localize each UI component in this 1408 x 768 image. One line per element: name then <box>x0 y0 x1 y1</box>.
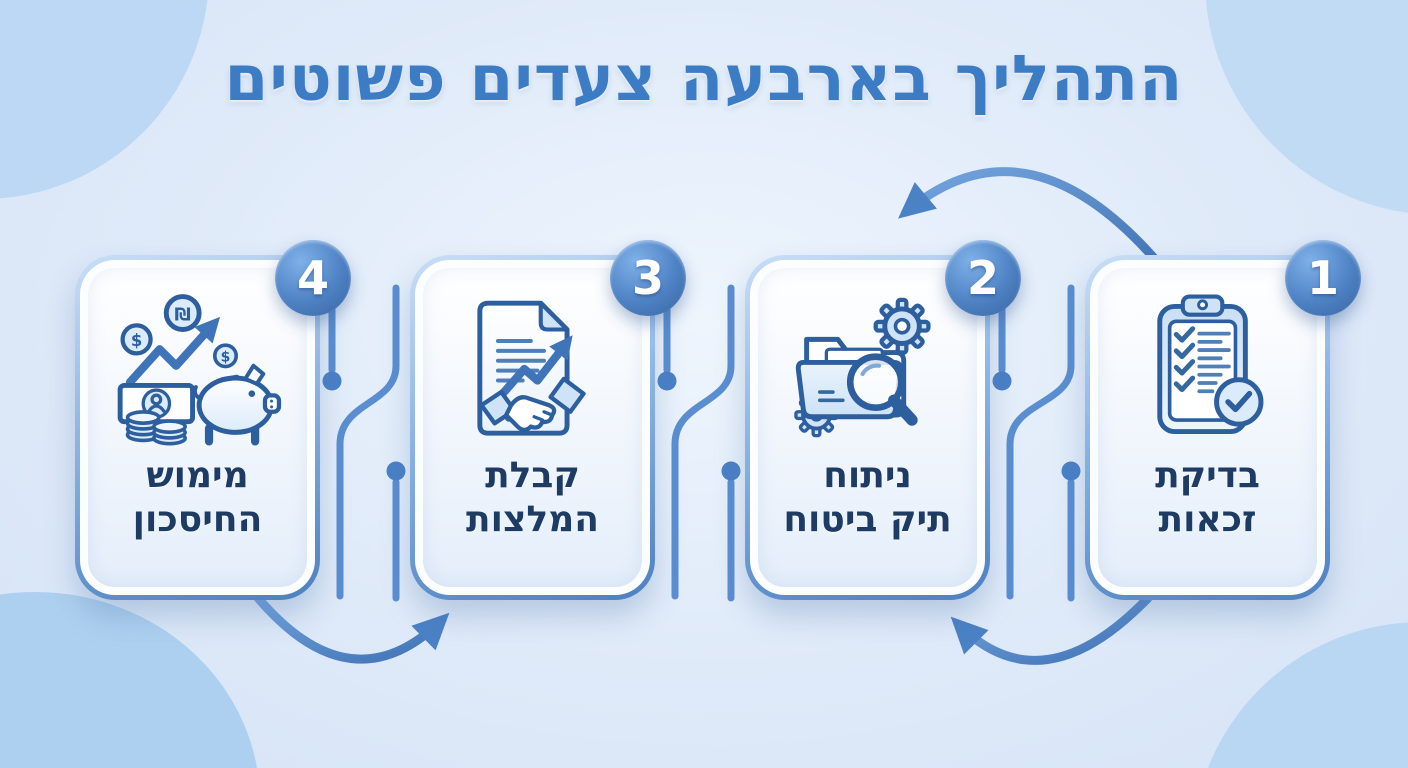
step-number: 4 <box>296 251 329 305</box>
flow-arrow-bottom-1-to-2 <box>950 593 1153 665</box>
step-badge: 2 <box>945 240 1021 316</box>
step-label-line: קבלת <box>485 455 580 496</box>
document-handshake-icon <box>477 300 586 436</box>
step-label-line: מימוש <box>146 455 249 496</box>
connector-trace-gap-3-4 <box>328 284 400 602</box>
step-label: ניתוח תיק ביטוח <box>783 454 951 542</box>
flow-arrow-top-1-to-2 <box>898 167 1171 277</box>
step-badge: 1 <box>1285 240 1361 316</box>
connector-dot <box>992 371 1012 391</box>
card-face: ₪ $ $ <box>88 268 307 587</box>
step-label: מימוש החיסכון <box>133 454 263 542</box>
step-badge: 4 <box>275 240 351 316</box>
connector-dot <box>721 461 741 481</box>
step-number: 2 <box>966 251 999 305</box>
step-label: בדיקת זכאות <box>1155 454 1260 542</box>
connector-trace-gap-2-3 <box>663 284 735 602</box>
connector-dot <box>322 371 342 391</box>
clipboard-checklist-icon <box>1157 294 1264 435</box>
step-card-1: בדיקת זכאות 1 <box>1085 240 1361 600</box>
step-label-line: בדיקת <box>1155 455 1260 496</box>
step-label: קבלת המלצות <box>466 454 599 542</box>
flow-arrow-bottom-4-to-3 <box>253 593 450 664</box>
connector-dot <box>657 371 677 391</box>
step-badge: 3 <box>610 240 686 316</box>
step-number: 1 <box>1306 251 1339 305</box>
folder-magnifier-icon <box>794 297 931 438</box>
page-title: התהליך בארבעה צעדים פשוטים <box>224 42 1184 115</box>
connector-dot <box>1061 461 1081 481</box>
card-face: קבלת המלצות <box>423 268 642 587</box>
step-number: 3 <box>631 251 664 305</box>
connector-trace-gap-1-2 <box>998 284 1075 602</box>
card-face: ניתוח תיק ביטוח <box>758 268 977 587</box>
step-card-3: קבלת המלצות 3 <box>410 240 686 600</box>
connector-dot <box>386 461 406 481</box>
svg-text:$: $ <box>221 350 231 366</box>
step-label-line: זכאות <box>1158 498 1257 540</box>
step-label-line: תיק ביטוח <box>783 498 952 540</box>
card-face: בדיקת זכאות <box>1098 268 1317 587</box>
svg-text:₪: ₪ <box>175 304 191 325</box>
svg-text:$: $ <box>131 331 142 350</box>
step-card-2: ניתוח תיק ביטוח 2 <box>745 240 1021 600</box>
step-label-line: החיסכון <box>132 498 263 540</box>
step-label-line: ניתוח <box>823 455 912 496</box>
step-card-4: ₪ $ $ <box>75 240 351 600</box>
step-label-line: המלצות <box>465 498 599 540</box>
money-piggybank-icon: ₪ $ $ <box>117 294 282 446</box>
